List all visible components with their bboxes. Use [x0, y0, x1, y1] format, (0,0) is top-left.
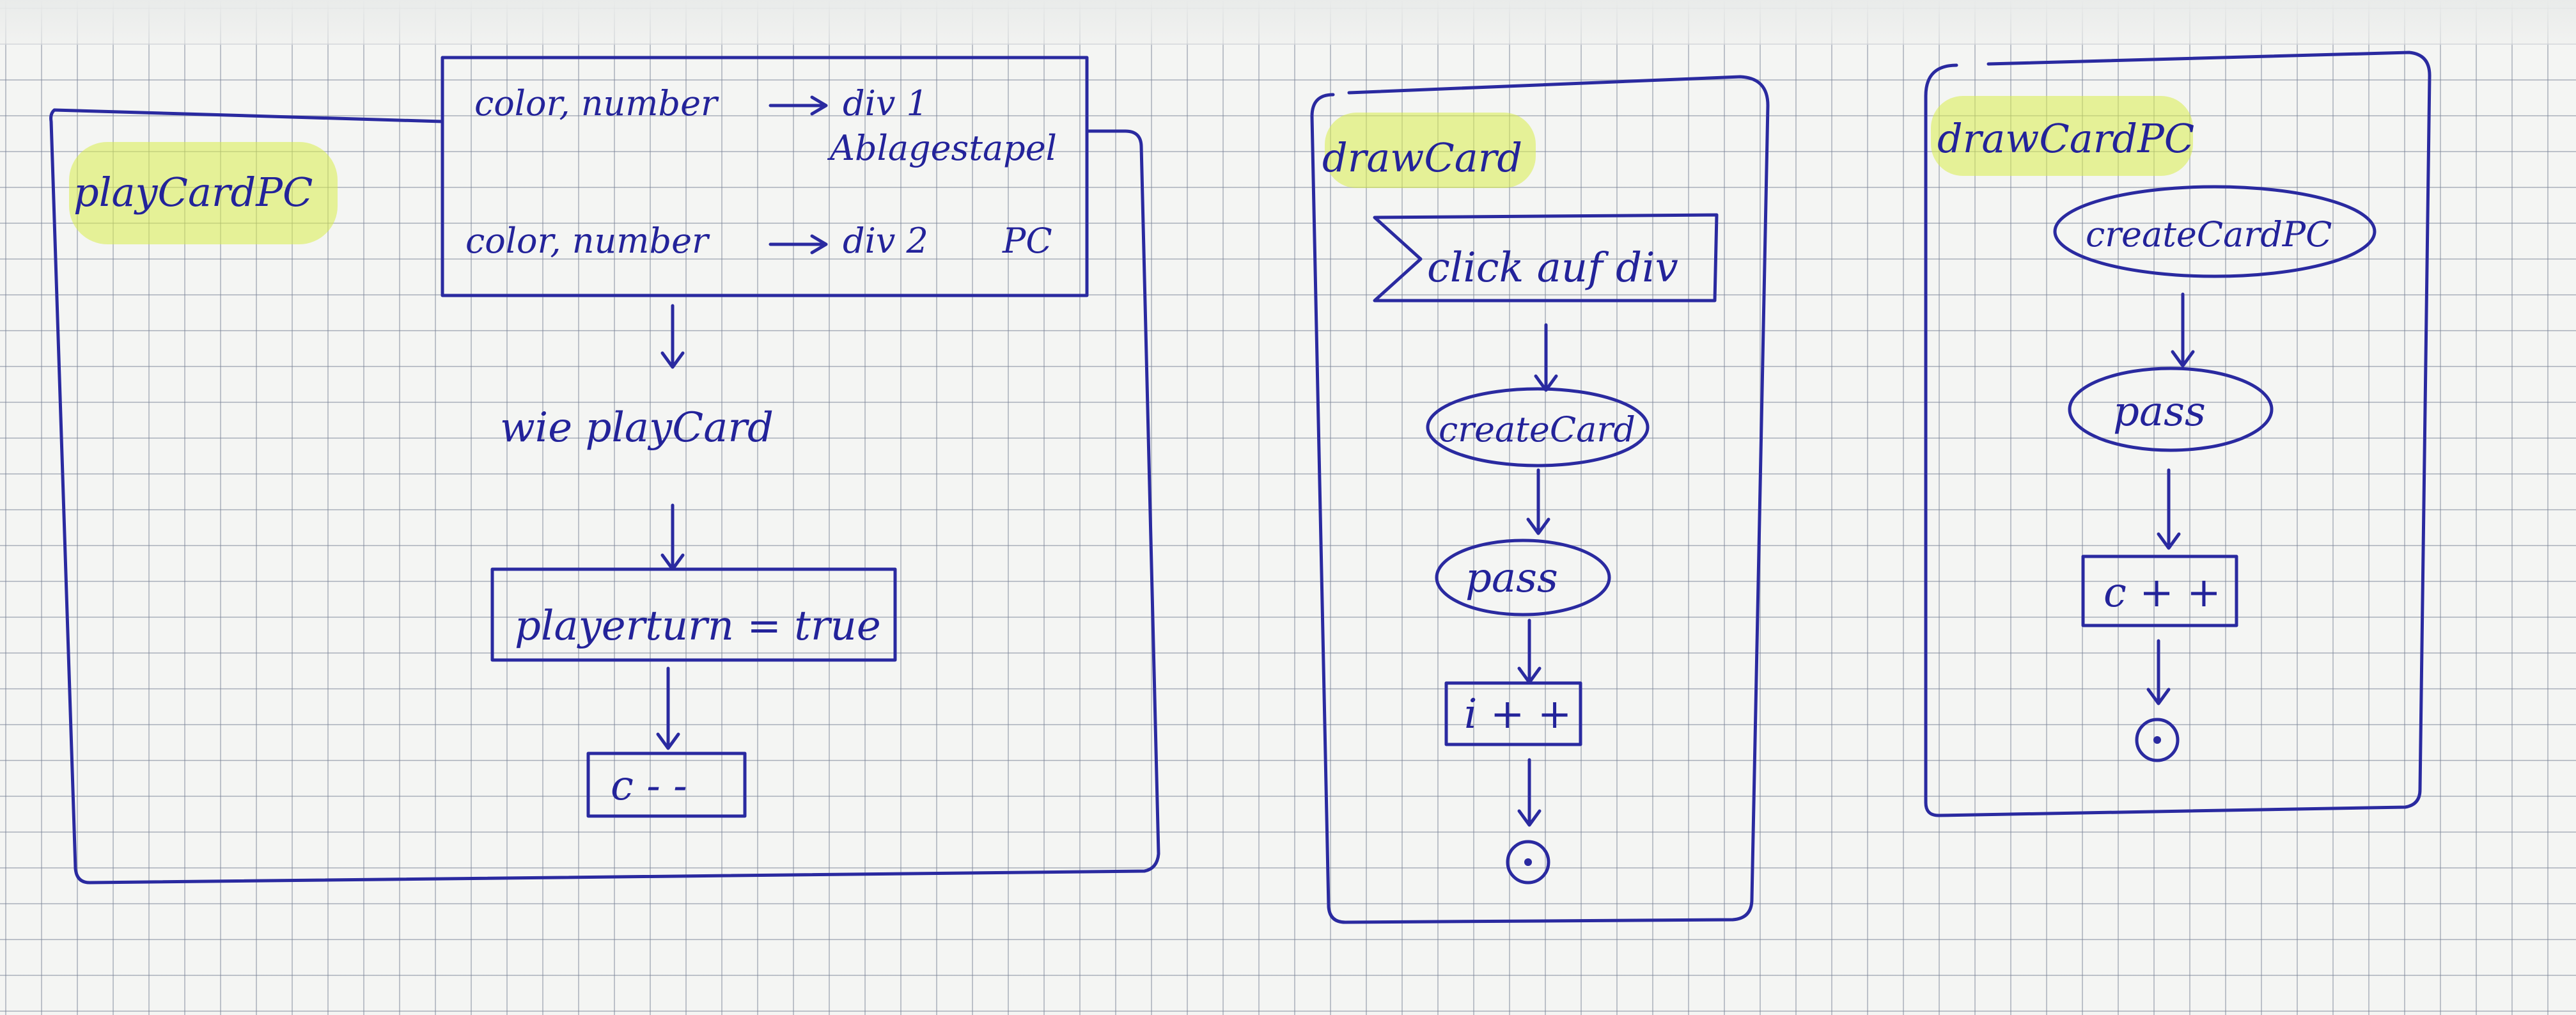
title-highlight — [1325, 113, 1536, 188]
arrow — [2146, 639, 2171, 705]
step-text: pass — [2113, 388, 2206, 436]
process-box — [2081, 555, 2238, 627]
assign-1-sub: Ablagestapel — [827, 128, 1057, 168]
arrow — [1526, 468, 1550, 535]
event-box — [1373, 213, 1719, 303]
end-node — [2135, 718, 2180, 762]
arrow — [660, 304, 685, 369]
arrow — [660, 503, 685, 571]
assign-2-left: color, number — [465, 221, 710, 261]
call-box — [1435, 539, 1611, 617]
arrow — [769, 95, 828, 116]
title-highlight — [69, 142, 338, 244]
process-box — [1444, 681, 1582, 746]
diagram-drawcard: click auf div createCard pass i + + draw… — [1310, 75, 1770, 924]
diagram-drawcardpc: createCardPC pass c + + drawCardPC — [1924, 51, 2432, 817]
frame — [49, 108, 1160, 885]
arrow — [1534, 323, 1558, 392]
arrow — [1517, 618, 1542, 684]
arrow — [2171, 292, 2195, 368]
assign-2-sub: PC — [1002, 221, 1052, 261]
diagram-title: drawCardPC — [1937, 115, 2194, 162]
frame — [1924, 51, 2432, 817]
step-text: c + + — [2104, 569, 2221, 617]
diagram-title: playCardPC — [74, 169, 313, 216]
title-highlight — [1931, 96, 2193, 176]
arrow — [656, 666, 680, 750]
step-text: playerturn = true — [515, 602, 881, 650]
diagram-playcardpc: color, number div 1 Ablagestapel color, … — [49, 56, 1160, 885]
assignment-box — [441, 56, 1089, 297]
paper-edge — [0, 0, 2576, 45]
step-text: createCardPC — [2086, 214, 2332, 255]
end-node-dot — [2153, 736, 2161, 744]
assign-1-right: div 1 — [843, 83, 928, 123]
end-node-dot — [1524, 858, 1532, 866]
step-text: c - - — [611, 762, 687, 810]
process-box — [586, 751, 747, 818]
process-box — [490, 567, 897, 662]
end-node — [1506, 840, 1550, 885]
diagram-title: drawCard — [1322, 134, 1522, 181]
arrow — [2157, 468, 2181, 550]
event-text: click auf div — [1427, 244, 1678, 292]
arrow — [1517, 758, 1542, 827]
step-text: wie playCard — [500, 404, 774, 452]
arrow — [769, 234, 828, 255]
call-box — [2053, 185, 2377, 278]
assign-1-left: color, number — [474, 83, 719, 123]
step-text: pass — [1465, 555, 1558, 602]
step-text: i + + — [1464, 691, 1572, 738]
assign-2-right: div 2 — [843, 221, 928, 261]
call-box — [1426, 387, 1650, 468]
step-text: createCard — [1439, 409, 1635, 450]
call-box — [2068, 366, 2274, 452]
frame — [1310, 75, 1770, 924]
